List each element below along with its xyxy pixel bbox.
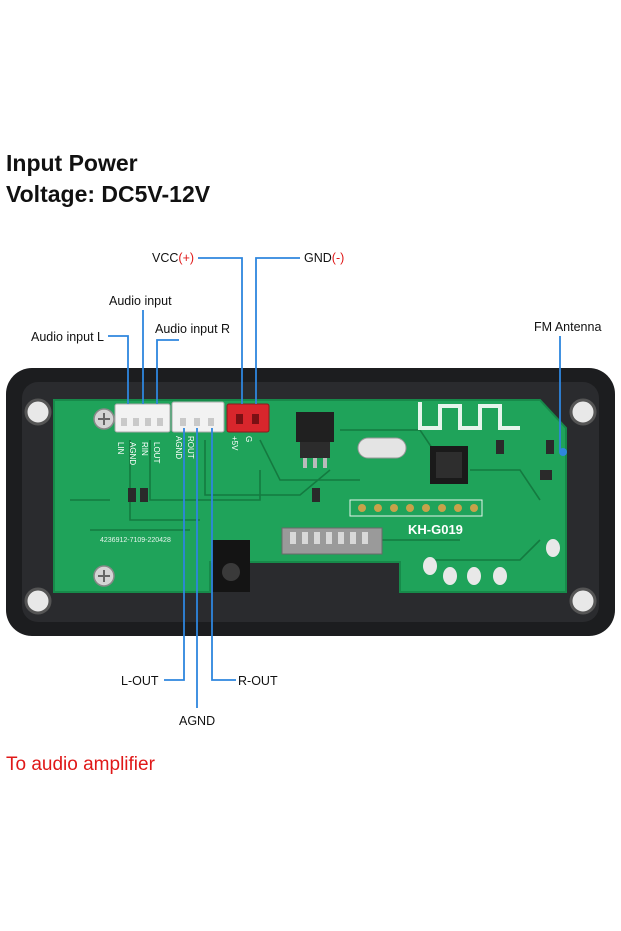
small-components	[128, 440, 554, 502]
pin-label-rin: RIN	[140, 442, 149, 456]
bluetooth-antenna-trace	[418, 402, 520, 430]
crystal-oscillator	[357, 437, 407, 459]
vcc-label: VCC(+)	[152, 251, 194, 265]
pin-label-lin: LIN	[116, 442, 125, 455]
pin-label-plus5v: +5V	[230, 436, 239, 451]
mounting-holes	[24, 398, 597, 615]
pin-label-agnd-mid: AGND	[174, 436, 183, 459]
pin-label-agnd-left: AGND	[128, 442, 137, 465]
pin-label-lout: LOUT	[152, 442, 161, 463]
title: Input Power Voltage: DC5V-12V	[6, 148, 210, 210]
board-serial-label: 4236912-7109-220428	[100, 537, 171, 544]
fm-antenna-label: FM Antenna	[534, 320, 602, 334]
title-line-2: Voltage: DC5V-12V	[6, 181, 211, 207]
audio-output-connector	[171, 401, 225, 433]
board-model-label: KH-G019	[408, 522, 463, 537]
fm-antenna-pad	[559, 448, 567, 456]
audio-input-l-label: Audio input L	[31, 330, 104, 344]
r-out-label: R-OUT	[238, 674, 278, 688]
gnd-label-prefix: GND	[304, 251, 332, 265]
gnd-label: GND(-)	[304, 251, 344, 265]
power-connector	[226, 403, 270, 433]
pin-label-g: G	[244, 436, 253, 442]
pin-labels: LIN AGND RIN LOUT AGND ROUT +5V G	[116, 436, 253, 465]
audio-input-label: Audio input	[109, 294, 172, 308]
vcc-label-sign: (+)	[178, 251, 195, 265]
title-line-1: Input Power	[6, 150, 138, 176]
voltage-regulator	[296, 412, 334, 442]
pin-label-rout: ROUT	[186, 436, 195, 459]
agnd-label: AGND	[179, 714, 216, 728]
vcc-label-prefix: VCC	[152, 251, 179, 265]
gnd-label-sign: (-)	[331, 251, 345, 265]
l-out-label: L-OUT	[121, 674, 159, 688]
audio-input-r-label: Audio input R	[155, 322, 231, 336]
footer-note: To audio amplifier	[6, 754, 155, 775]
pin-header	[358, 504, 478, 512]
screw-icons	[93, 408, 115, 587]
callout-lines	[108, 257, 561, 708]
